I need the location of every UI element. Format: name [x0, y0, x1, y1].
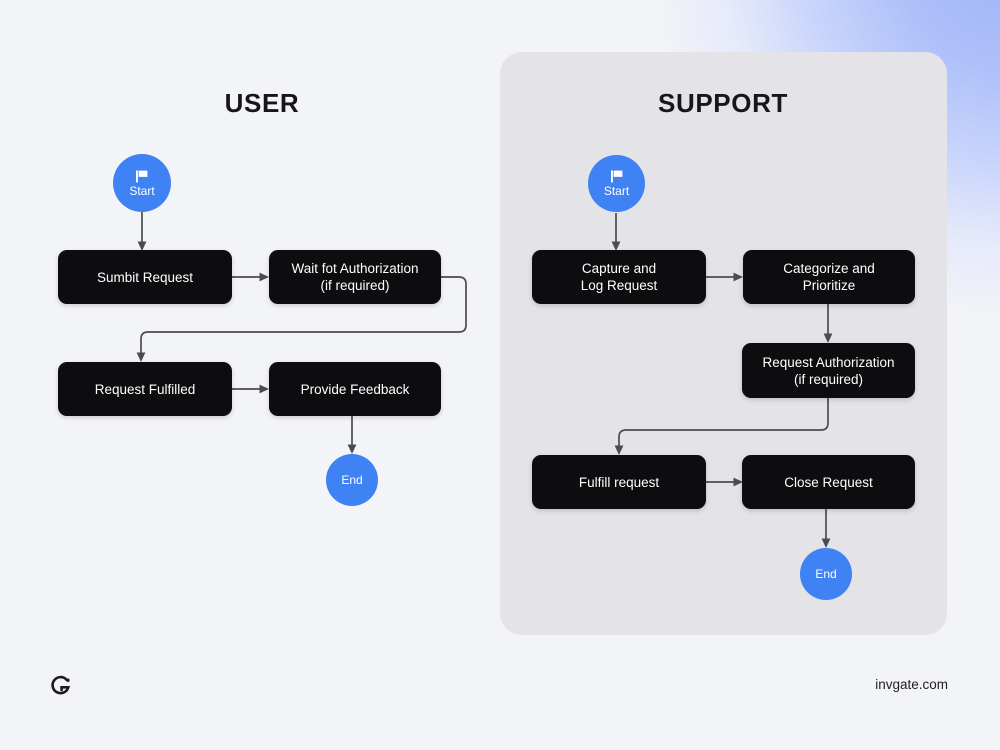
support-end-node[interactable]: End	[800, 548, 852, 600]
node-capture-log-request[interactable]: Capture and Log Request	[532, 250, 706, 304]
node-categorize-prioritize[interactable]: Categorize and Prioritize	[743, 250, 915, 304]
node-request-fulfilled[interactable]: Request Fulfilled	[58, 362, 232, 416]
node-categorize-prioritize-label-line1: Categorize and	[783, 261, 875, 276]
support-end-label: End	[815, 566, 837, 581]
user-start-label: Start	[129, 183, 155, 198]
node-close-request[interactable]: Close Request	[742, 455, 915, 509]
node-request-authorization[interactable]: Request Authorization (if required)	[742, 343, 915, 398]
support-start-node[interactable]: Start	[588, 155, 645, 212]
node-submit-request-label: Sumbit Request	[96, 269, 194, 285]
node-request-authorization-label-line1: Request Authorization	[762, 354, 895, 370]
user-end-label: End	[341, 472, 363, 487]
edge-user-fulfilled-to-feedback	[232, 384, 269, 394]
node-categorize-prioritize-label-line2: Prioritize	[802, 278, 856, 293]
node-wait-authorization-label-line2: (if required)	[320, 278, 390, 293]
node-request-fulfilled-label: Request Fulfilled	[94, 381, 196, 397]
node-provide-feedback[interactable]: Provide Feedback	[269, 362, 441, 416]
node-capture-log-request-label-line1: Capture and	[581, 261, 657, 276]
node-capture-log-request-label-line2: Log Request	[580, 278, 658, 293]
flag-icon	[609, 169, 625, 184]
node-fulfill-request-label: Fulfill request	[578, 474, 660, 490]
lane-title-support: SUPPORT	[658, 88, 788, 118]
flag-icon	[134, 169, 150, 184]
node-submit-request[interactable]: Sumbit Request	[58, 250, 232, 304]
edge-user-submit-to-wait	[232, 272, 269, 282]
node-close-request-label: Close Request	[784, 474, 873, 490]
user-start-node[interactable]: Start	[113, 154, 171, 212]
node-wait-authorization[interactable]: Wait fot Authorization (if required)	[269, 250, 441, 304]
node-request-authorization-label-line2: (if required)	[793, 371, 864, 387]
invgate-logo-icon	[50, 675, 72, 697]
node-wait-authorization-label-line1: Wait fot Authorization	[291, 261, 419, 276]
node-provide-feedback-label: Provide Feedback	[300, 381, 410, 397]
edge-user-feedback-to-end	[347, 416, 357, 454]
user-end-node[interactable]: End	[326, 454, 378, 506]
node-fulfill-request[interactable]: Fulfill request	[532, 455, 706, 509]
site-url-label: invgate.com	[875, 677, 948, 692]
lane-title-user: USER	[224, 88, 300, 118]
edge-user-start-to-submit	[137, 212, 147, 251]
support-start-label: Start	[603, 184, 630, 198]
